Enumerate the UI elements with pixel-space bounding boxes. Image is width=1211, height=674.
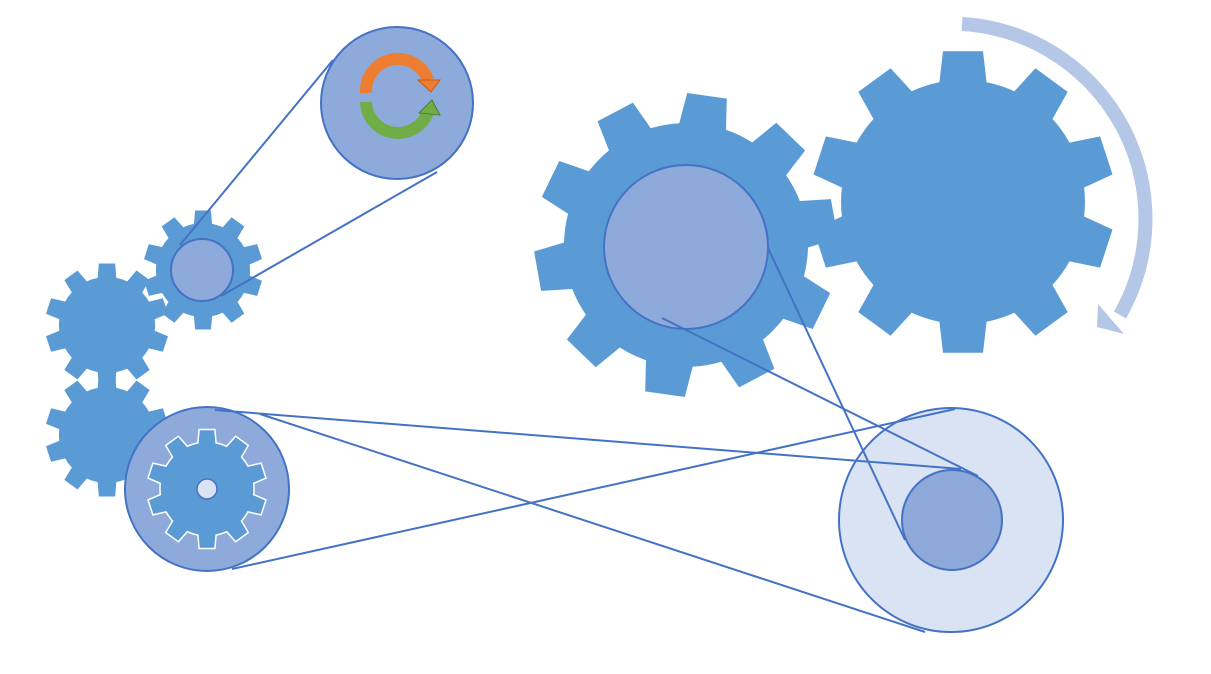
- connector-line: [214, 409, 962, 470]
- callout-circle: [320, 26, 474, 180]
- large-gear-right: [813, 51, 1113, 353]
- zoom-circle-inner: [901, 469, 1003, 571]
- refresh-icon: [359, 53, 441, 139]
- refresh-arrowhead-orange: [416, 79, 441, 93]
- rotation-arrowhead: [1097, 304, 1124, 334]
- refresh-arrowhead-green: [417, 99, 441, 116]
- connector-line: [231, 408, 956, 570]
- connector-line: [661, 317, 979, 477]
- connector-line: [179, 59, 334, 246]
- gear-hub-circle: [603, 164, 769, 330]
- connector-line: [220, 171, 438, 297]
- small-gear-hub: [170, 238, 234, 302]
- small-gear-middle: [46, 263, 168, 387]
- connector-line: [259, 413, 926, 633]
- refresh-arc-orange: [359, 53, 434, 94]
- rotation-arrow-icon: [961, 17, 1153, 319]
- gear-hub: [196, 478, 218, 500]
- refresh-arc-green: [360, 101, 434, 139]
- connector-line: [767, 247, 906, 541]
